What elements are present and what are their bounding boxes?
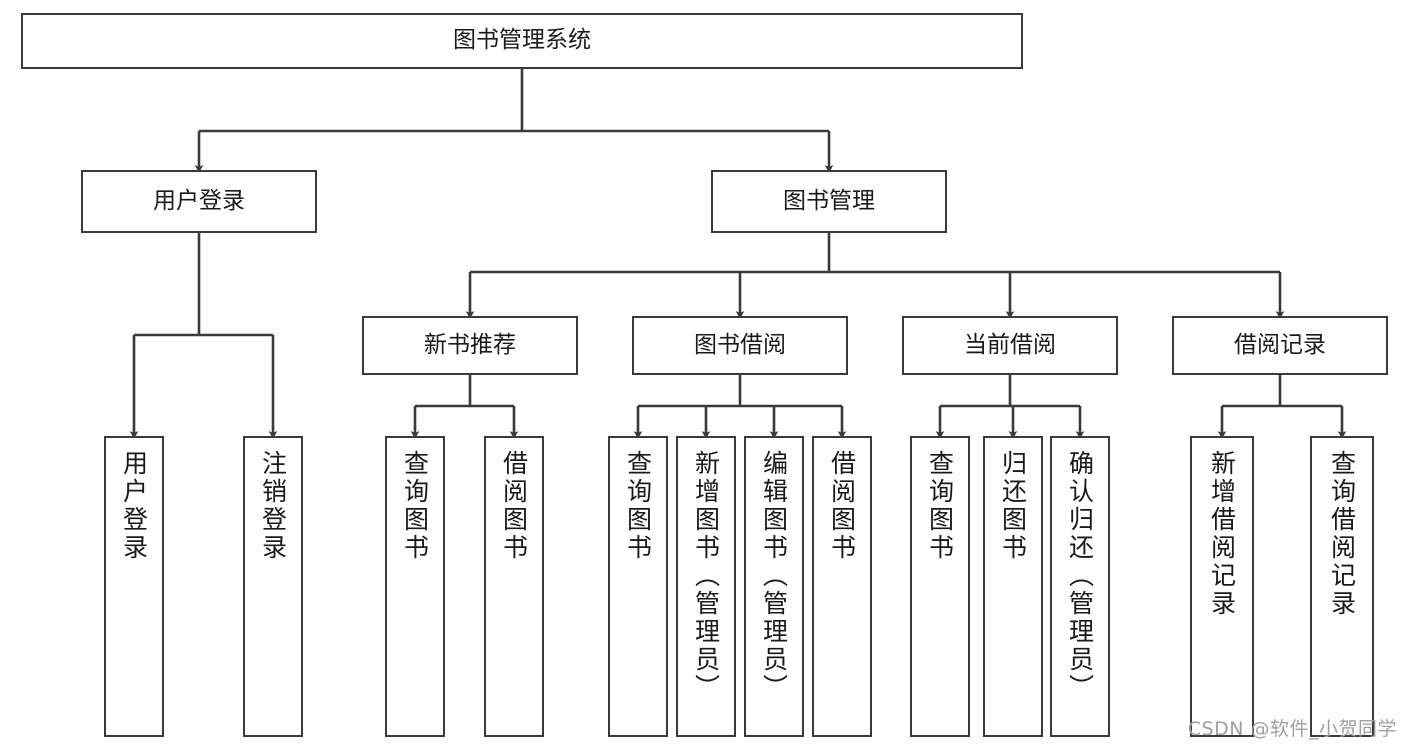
node-label: 新增图书（管理员） xyxy=(691,450,721,702)
node-book_borrow[interactable]: 图书借阅 xyxy=(632,316,848,375)
node-leaf_cb_return[interactable]: 归还图书 xyxy=(983,436,1043,737)
node-leaf_cb_confirm[interactable]: 确认归还（管理员） xyxy=(1050,436,1110,737)
node-label: 确认归还（管理员） xyxy=(1065,450,1095,702)
node-leaf_nb_query[interactable]: 查询图书 xyxy=(385,436,445,737)
node-label: 新增借阅记录 xyxy=(1207,450,1237,618)
node-leaf_br_add[interactable]: 新增借阅记录 xyxy=(1190,436,1254,737)
node-current_borrow[interactable]: 当前借阅 xyxy=(902,316,1118,375)
node-label: 当前借阅 xyxy=(964,331,1056,358)
node-label: 新书推荐 xyxy=(424,331,516,358)
connector-lines xyxy=(129,69,1347,439)
node-new_book_rec[interactable]: 新书推荐 xyxy=(362,316,578,375)
node-leaf_user_login[interactable]: 用户登录 xyxy=(104,436,164,737)
node-label: 用户登录 xyxy=(119,450,149,562)
watermark-text: CSDN @软件_小贺同学 xyxy=(1187,718,1397,740)
node-borrow_record[interactable]: 借阅记录 xyxy=(1172,316,1388,375)
node-label: 查询图书 xyxy=(400,450,430,562)
node-leaf_logout[interactable]: 注销登录 xyxy=(243,436,303,737)
node-root[interactable]: 图书管理系统 xyxy=(21,13,1023,69)
node-label: 借阅图书 xyxy=(827,450,857,562)
node-label: 借阅图书 xyxy=(499,450,529,562)
node-leaf_nb_borrow[interactable]: 借阅图书 xyxy=(484,436,544,737)
node-label: 归还图书 xyxy=(998,450,1028,562)
node-leaf_bb_add[interactable]: 新增图书（管理员） xyxy=(676,436,736,737)
node-leaf_bb_query[interactable]: 查询图书 xyxy=(608,436,668,737)
node-label: 图书管理系统 xyxy=(453,27,591,54)
node-label: 图书管理 xyxy=(783,187,875,214)
node-label: 编辑图书（管理员） xyxy=(759,450,789,702)
node-label: 用户登录 xyxy=(153,187,245,214)
node-label: 查询图书 xyxy=(925,450,955,562)
node-label: 查询借阅记录 xyxy=(1327,450,1357,618)
node-leaf_br_query[interactable]: 查询借阅记录 xyxy=(1310,436,1374,737)
node-label: 借阅记录 xyxy=(1234,331,1326,358)
node-leaf_bb_borrow[interactable]: 借阅图书 xyxy=(812,436,872,737)
node-label: 查询图书 xyxy=(623,450,653,562)
node-user_login[interactable]: 用户登录 xyxy=(81,170,317,233)
node-label: 图书借阅 xyxy=(694,331,786,358)
node-leaf_bb_edit[interactable]: 编辑图书（管理员） xyxy=(744,436,804,737)
node-label: 注销登录 xyxy=(258,450,288,562)
node-leaf_cb_query[interactable]: 查询图书 xyxy=(910,436,970,737)
node-book_admin[interactable]: 图书管理 xyxy=(711,170,947,233)
